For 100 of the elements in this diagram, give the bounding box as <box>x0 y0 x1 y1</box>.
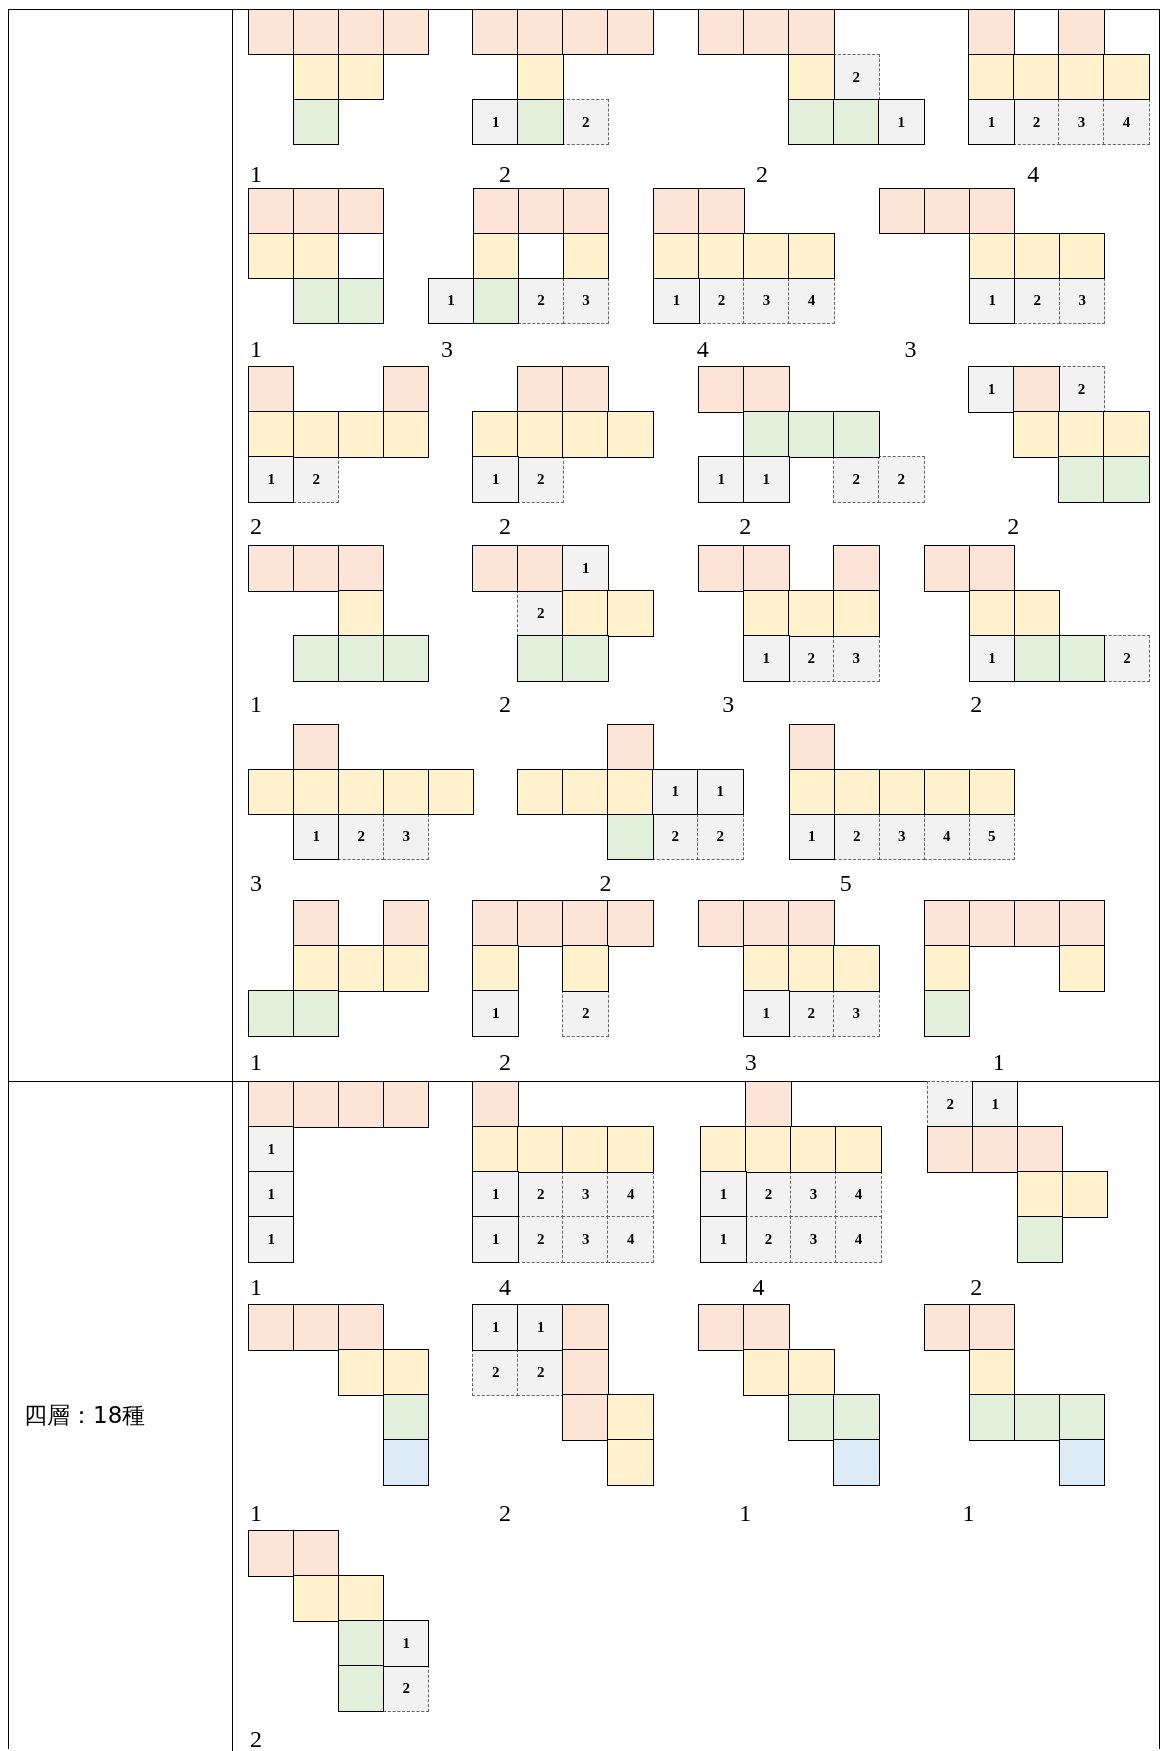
count-label: 3 <box>744 1049 757 1074</box>
count-label: 1 <box>249 1049 262 1074</box>
numbered-square: 2 <box>382 1665 430 1712</box>
row-heading: 四層：18種 <box>24 1402 146 1430</box>
count-label: 4 <box>499 1275 511 1300</box>
numbered-square: 2 <box>1013 98 1060 146</box>
count-label: 2 <box>1007 513 1020 538</box>
numbered-square: 1 <box>562 545 609 592</box>
numbered-square: 1 <box>743 990 790 1037</box>
numbered-square: 2 <box>517 1171 564 1218</box>
count-label: 2 <box>970 1275 983 1300</box>
count-label: 2 <box>499 1049 511 1074</box>
numbered-square: 3 <box>743 277 790 325</box>
count-label: 4 <box>752 1275 765 1300</box>
count-label: 2 <box>970 692 983 717</box>
numbered-square: 3 <box>833 635 880 682</box>
numbered-square: 3 <box>1058 98 1105 146</box>
count-label: 2 <box>499 1501 511 1526</box>
numbered-square: 2 <box>517 1349 564 1396</box>
count-label: 2 <box>499 161 511 186</box>
numbered-square: 2 <box>833 53 880 101</box>
count-label: 1 <box>249 1501 262 1526</box>
numbered-square: 2 <box>652 813 699 861</box>
numbered-square: 1 <box>427 277 475 325</box>
numbered-square: 1 <box>968 635 1016 682</box>
count-label: 1 <box>249 692 262 717</box>
numbered-square: 2 <box>517 456 564 503</box>
count-label: 2 <box>249 1726 262 1751</box>
count-label: 3 <box>722 692 735 717</box>
numbered-square: 1 <box>698 456 745 503</box>
numbered-square: 4 <box>835 1171 882 1218</box>
numbered-square: 3 <box>382 813 430 861</box>
numbered-square: 1 <box>247 1216 295 1263</box>
numbered-square: 1 <box>472 1304 519 1351</box>
numbered-square: 1 <box>968 98 1015 146</box>
numbered-square: 1 <box>472 98 519 146</box>
numbered-square: 3 <box>562 277 610 325</box>
numbered-square: 2 <box>788 635 835 682</box>
numbered-square: 4 <box>1103 98 1150 146</box>
count-label: 2 <box>599 871 612 896</box>
numbered-square: 1 <box>743 456 790 503</box>
numbered-square: 1 <box>653 277 700 325</box>
numbered-square: 2 <box>927 1081 974 1128</box>
numbered-square: 4 <box>607 1216 654 1263</box>
numbered-square: 2 <box>1103 635 1151 682</box>
count-label: 3 <box>904 337 917 362</box>
numbered-square: 1 <box>697 768 744 816</box>
numbered-square: 3 <box>790 1216 837 1263</box>
count-label: 2 <box>739 513 752 538</box>
count-label: 1 <box>962 1501 975 1526</box>
numbered-square: 2 <box>833 456 880 503</box>
numbered-square: 4 <box>835 1216 882 1263</box>
numbered-square: 1 <box>472 1216 519 1263</box>
count-label: 1 <box>249 1275 262 1300</box>
numbered-square: 2 <box>472 1349 519 1396</box>
count-label: 4 <box>696 337 709 362</box>
count-label: 1 <box>739 1501 752 1526</box>
numbered-square: 1 <box>472 1171 519 1218</box>
count-label: 2 <box>499 692 511 717</box>
numbered-square: 1 <box>292 813 340 861</box>
numbered-square: 1 <box>652 768 699 816</box>
numbered-square: 2 <box>745 1216 792 1263</box>
numbered-square: 3 <box>562 1171 609 1218</box>
numbered-square: 3 <box>1058 277 1106 325</box>
numbered-square: 3 <box>833 990 880 1037</box>
numbered-square: 2 <box>745 1171 792 1218</box>
numbered-square: 1 <box>382 1620 430 1667</box>
numbered-square: 1 <box>743 635 790 682</box>
numbered-square: 2 <box>878 456 925 503</box>
numbered-square: 1 <box>968 366 1015 413</box>
count-label: 1 <box>249 337 262 362</box>
numbered-square: 1 <box>247 1171 295 1218</box>
count-label: 3 <box>249 871 262 896</box>
numbered-square: 4 <box>788 277 835 325</box>
count-label: 2 <box>249 513 262 538</box>
count-label: 4 <box>1027 161 1040 186</box>
numbered-square: 2 <box>1058 366 1105 413</box>
numbered-square: 2 <box>517 590 564 637</box>
numbered-square: 1 <box>247 456 295 503</box>
numbered-square: 2 <box>562 990 609 1037</box>
count-label: 2 <box>499 513 511 538</box>
numbered-square: 3 <box>790 1171 837 1218</box>
count-label: 1 <box>249 161 262 186</box>
numbered-square: 1 <box>517 1304 564 1351</box>
count-label: 3 <box>440 337 453 362</box>
numbered-square: 1 <box>972 1081 1019 1128</box>
numbered-square: 1 <box>700 1171 747 1218</box>
numbered-square: 2 <box>698 277 745 325</box>
numbered-square: 1 <box>472 990 519 1037</box>
numbered-square: 5 <box>968 813 1015 861</box>
numbered-square: 3 <box>562 1216 609 1263</box>
numbered-square: 2 <box>562 98 609 146</box>
numbered-square: 1 <box>788 813 835 861</box>
numbered-square: 4 <box>607 1171 654 1218</box>
numbered-square: 2 <box>292 456 340 503</box>
numbered-square: 1 <box>472 456 519 503</box>
count-label: 5 <box>839 871 852 896</box>
numbered-square: 1 <box>878 98 925 146</box>
count-label: 2 <box>755 161 768 186</box>
numbered-square: 2 <box>517 1216 564 1263</box>
